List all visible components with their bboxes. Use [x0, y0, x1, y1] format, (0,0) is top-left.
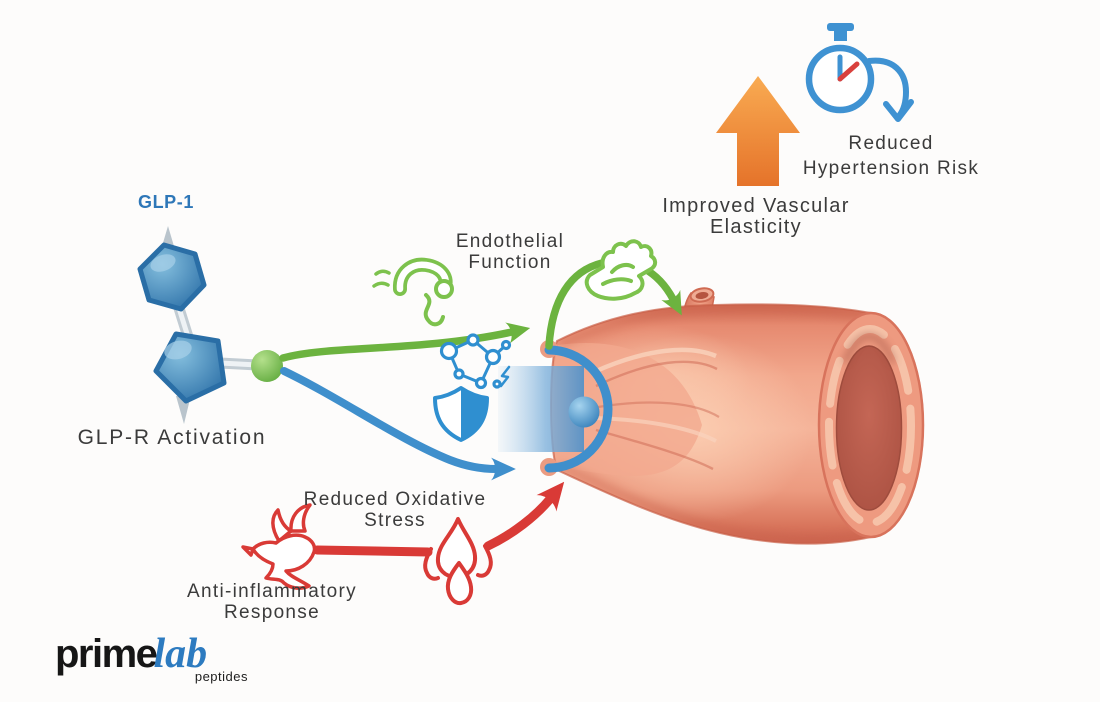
reduced-oxidative-stress-label: Reduced Oxidative Stress [303, 489, 487, 531]
flame-icon [423, 517, 493, 606]
logo-lab: lab [153, 631, 208, 677]
oxidative-arrow [280, 367, 516, 481]
glp-r-activation-label: GLP-R Activation [77, 426, 267, 449]
receptor-sphere [568, 396, 600, 428]
sparkle-icon [499, 365, 511, 388]
receptor-arc [544, 345, 613, 473]
stopwatch-icon [805, 23, 914, 122]
inflammation-arrow [483, 481, 565, 551]
vessel-cut-face [817, 311, 925, 539]
up-arrow-icon [716, 76, 800, 186]
logo-peptides: peptides [194, 669, 248, 684]
microbe-icon [372, 257, 454, 327]
improved-vascular-elasticity-label: Improved Vascular Elasticity [662, 195, 850, 238]
red-hand [837, 61, 860, 82]
vasodilation-hand-icon [584, 239, 658, 301]
inflammation-line [312, 545, 433, 557]
binding-sphere [251, 350, 283, 382]
vessel-shading [552, 305, 870, 543]
reduced-hypertension-risk-label: Reduced Hypertension Risk [802, 133, 980, 179]
logo-prime: prime [55, 632, 158, 676]
shield-icon [433, 386, 489, 442]
glp1-molecule [137, 226, 283, 424]
molecule-hexagon [137, 242, 207, 312]
glp1-label: GLP-1 [137, 192, 194, 212]
dove-icon [241, 503, 317, 590]
blood-vessel [540, 287, 925, 545]
molecule-network-icon [439, 333, 512, 390]
endothelial-function-label: Endothelial Function [455, 231, 565, 273]
anti-inflammatory-response-label: Anti-inflammatory Response [187, 581, 357, 623]
